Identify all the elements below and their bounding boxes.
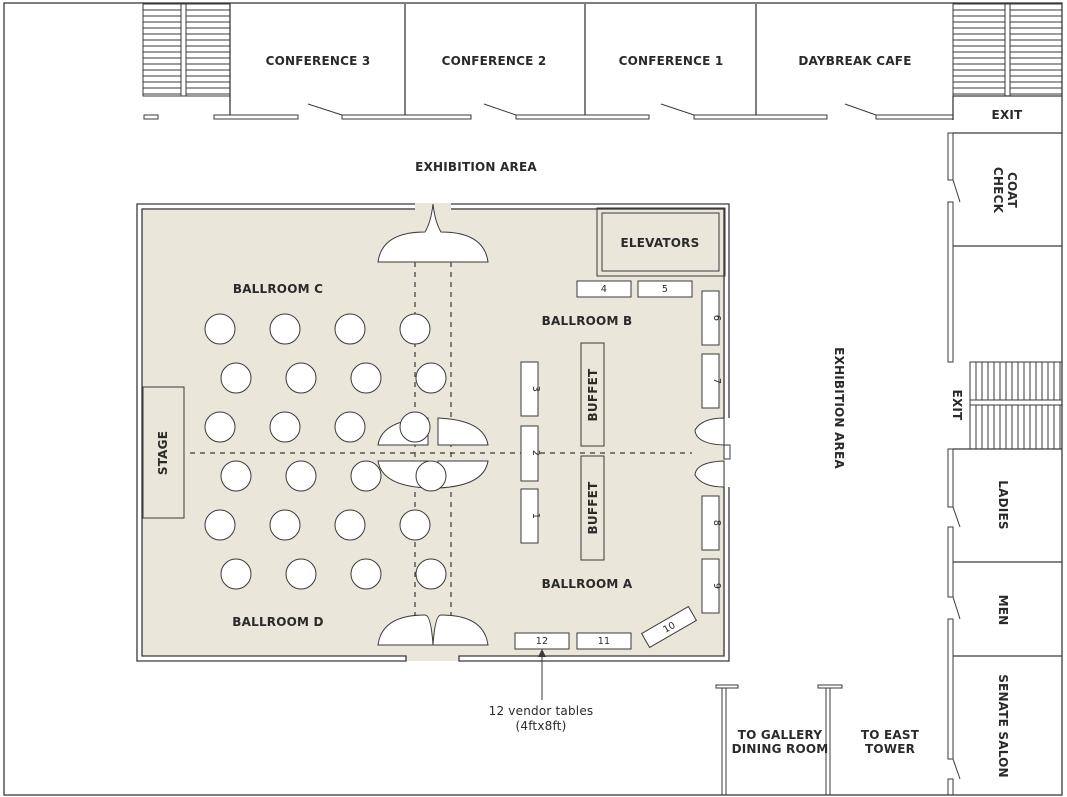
ballroom-c-label: BALLROOM C <box>233 282 323 296</box>
stairs-top-right <box>952 3 1063 97</box>
round-table-1 <box>204 313 236 345</box>
round-table-19 <box>334 509 366 541</box>
svg-text:8: 8 <box>711 520 722 526</box>
coat-check-label-2: CHECK <box>991 167 1005 214</box>
vendor-table-2: 2 <box>520 425 541 482</box>
east-tower-label-1: TO EAST <box>861 728 920 742</box>
vendor-table-6: 6 <box>701 290 722 346</box>
men-label: MEN <box>996 595 1010 626</box>
round-table-8 <box>415 362 447 394</box>
round-table-23 <box>350 558 382 590</box>
buffet-lower <box>580 455 605 561</box>
vendor-callout-arrow <box>538 649 546 700</box>
conference-1-label: CONFERENCE 1 <box>619 54 724 68</box>
vendor-table-12: 12 <box>514 632 570 650</box>
round-table-13 <box>220 460 252 492</box>
round-table-12 <box>399 411 431 443</box>
round-table-18 <box>269 509 301 541</box>
svg-text:11: 11 <box>598 636 611 647</box>
stage-label: STAGE <box>156 431 170 475</box>
vendor-table-5: 5 <box>637 280 693 298</box>
senate-salon-label: SENATE SALON <box>996 674 1010 778</box>
stairs-top-left <box>142 3 231 97</box>
round-table-7 <box>350 362 382 394</box>
round-table-5 <box>220 362 252 394</box>
round-table-9 <box>204 411 236 443</box>
bottom-corridors <box>715 684 843 796</box>
vendor-table-7: 7 <box>701 353 722 409</box>
ballroom-d-label: BALLROOM D <box>232 615 323 629</box>
daybreak-cafe-label: DAYBREAK CAFE <box>798 54 911 68</box>
round-table-24 <box>415 558 447 590</box>
vendor-callout-line-2: (4ftx8ft) <box>516 719 567 733</box>
buffet-upper-label: BUFFET <box>586 368 600 421</box>
exit-top-label: EXIT <box>992 108 1024 122</box>
buffet-upper <box>580 342 605 447</box>
vendor-table-9: 9 <box>701 558 722 614</box>
round-table-6 <box>285 362 317 394</box>
svg-text:1: 1 <box>530 513 541 519</box>
vendor-table-8: 8 <box>701 495 722 551</box>
round-table-10 <box>269 411 301 443</box>
conference-3-label: CONFERENCE 3 <box>266 54 371 68</box>
round-table-20 <box>399 509 431 541</box>
svg-text:4: 4 <box>601 284 607 295</box>
buffet-lower-label: BUFFET <box>586 481 600 534</box>
gallery-label-2: DINING ROOM <box>732 742 829 756</box>
ladies-label: LADIES <box>996 480 1010 529</box>
stage <box>142 386 185 519</box>
vendor-table-11: 11 <box>576 632 632 650</box>
east-tower-label-2: TOWER <box>865 742 915 756</box>
exit-right-label: EXIT <box>950 390 964 422</box>
svg-text:6: 6 <box>711 315 722 321</box>
svg-text:2: 2 <box>530 450 541 456</box>
stairs-right <box>969 361 1063 450</box>
ballroom-b-label: BALLROOM B <box>542 314 633 328</box>
round-table-15 <box>350 460 382 492</box>
exhibition-area-top-label: EXHIBITION AREA <box>415 160 537 174</box>
vendor-callout-line-1: 12 vendor tables <box>489 704 594 718</box>
round-table-4 <box>399 313 431 345</box>
conference-2-label: CONFERENCE 2 <box>442 54 547 68</box>
vendor-table-10: 10 <box>640 605 698 649</box>
round-table-11 <box>334 411 366 443</box>
svg-text:9: 9 <box>711 583 722 589</box>
round-table-2 <box>269 313 301 345</box>
svg-text:3: 3 <box>530 386 541 392</box>
round-table-16 <box>415 460 447 492</box>
svg-text:10: 10 <box>661 620 677 636</box>
svg-text:5: 5 <box>662 284 668 295</box>
round-table-14 <box>285 460 317 492</box>
gallery-label-1: TO GALLERY <box>738 728 823 742</box>
round-table-3 <box>334 313 366 345</box>
vendor-table-3: 3 <box>520 361 541 417</box>
svg-text:7: 7 <box>711 378 722 384</box>
vendor-table-4: 4 <box>576 280 632 298</box>
vendor-table-1: 1 <box>520 488 541 544</box>
top-rooms <box>143 4 954 120</box>
round-table-17 <box>204 509 236 541</box>
round-table-22 <box>285 558 317 590</box>
exhibition-area-right-label: EXHIBITION AREA <box>832 347 846 469</box>
svg-text:12: 12 <box>536 636 549 647</box>
coat-check-label-1: COAT <box>1005 172 1019 209</box>
elevators-label: ELEVATORS <box>621 236 700 250</box>
ballroom-a-label: BALLROOM A <box>542 577 633 591</box>
ballroom <box>136 203 731 662</box>
round-table-21 <box>220 558 252 590</box>
